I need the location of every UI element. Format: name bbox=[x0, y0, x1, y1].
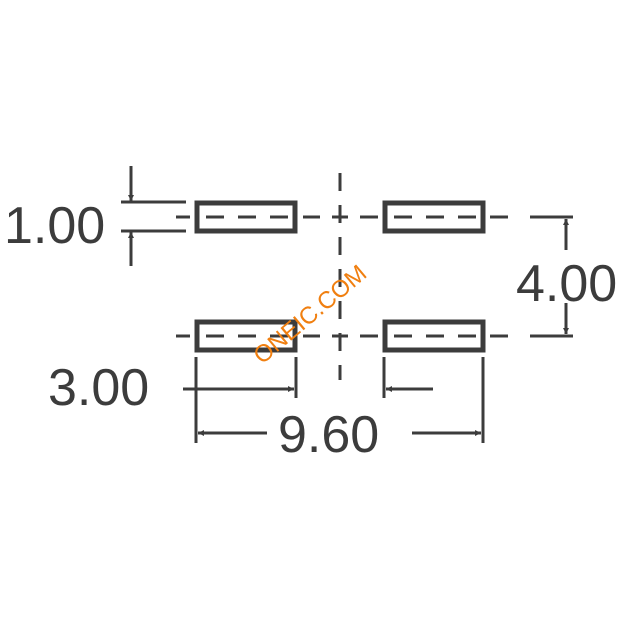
label-pad-width: 3.00 bbox=[48, 359, 149, 417]
pad-bottom-left bbox=[194, 319, 298, 353]
pad-top-left bbox=[194, 200, 298, 234]
extension-lines-bottom bbox=[194, 357, 485, 443]
vertical-centerline bbox=[332, 173, 348, 380]
pad-top-right bbox=[382, 200, 486, 234]
label-pad-height: 1.00 bbox=[4, 197, 105, 255]
dimension-pad-height bbox=[121, 166, 186, 266]
label-overall-length: 9.60 bbox=[278, 406, 379, 464]
pad-bottom-right bbox=[382, 319, 486, 353]
watermark: ONEIC.COM bbox=[249, 260, 373, 370]
label-row-pitch: 4.00 bbox=[516, 255, 617, 313]
dimension-row-pitch bbox=[530, 215, 573, 338]
